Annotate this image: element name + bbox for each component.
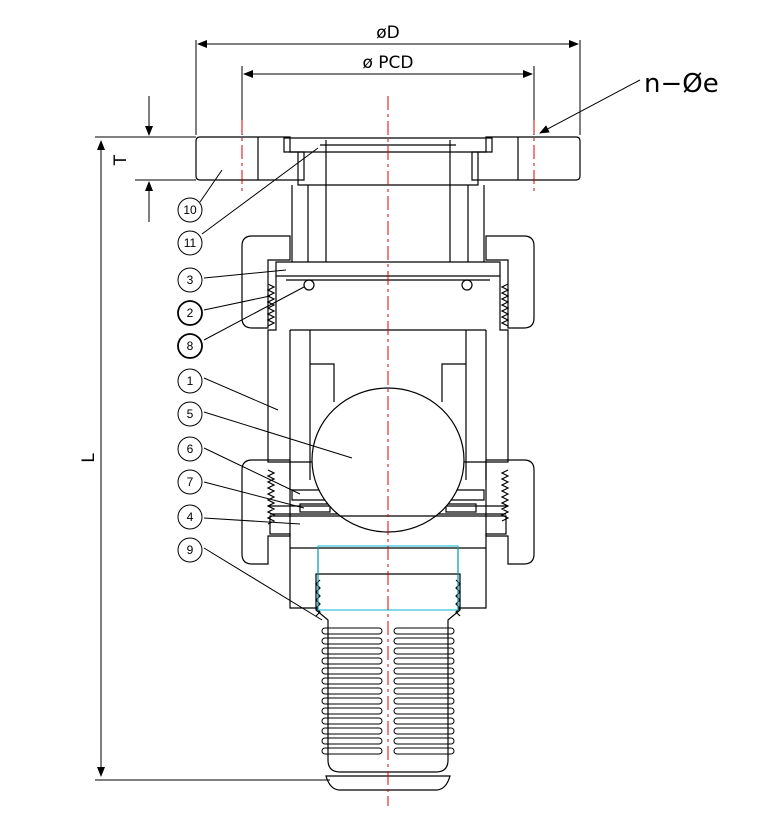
callout-3: 3 xyxy=(177,267,203,293)
strainer-slots xyxy=(321,627,455,755)
svg-text:2: 2 xyxy=(187,306,194,320)
callout-5: 5 xyxy=(177,401,203,427)
od-label: øD xyxy=(376,23,400,43)
dimension-bolt-holes xyxy=(539,79,641,134)
svg-text:5: 5 xyxy=(187,407,194,421)
svg-text:7: 7 xyxy=(187,475,194,489)
svg-text:10: 10 xyxy=(183,203,197,217)
callout-4: 4 xyxy=(177,504,203,530)
callout-10: 10 xyxy=(177,197,203,223)
leader-lines xyxy=(199,147,353,621)
dimension-length xyxy=(95,136,330,781)
callout-6: 6 xyxy=(177,436,203,462)
dimension-od xyxy=(195,40,581,135)
svg-text:8: 8 xyxy=(187,339,194,353)
pcd-label: ø PCD xyxy=(362,53,413,73)
svg-text:1: 1 xyxy=(187,374,194,388)
callout-1: 1 xyxy=(177,368,203,394)
svg-text:3: 3 xyxy=(187,273,194,287)
callout-8: 8 xyxy=(177,333,203,359)
bolt-holes-label: n−Øe xyxy=(644,69,719,99)
callout-11: 11 xyxy=(177,230,203,256)
svg-text:11: 11 xyxy=(184,236,197,250)
callout-9: 9 xyxy=(177,537,203,563)
centerlines xyxy=(241,96,535,806)
valve-outline xyxy=(195,136,581,791)
svg-text:4: 4 xyxy=(187,510,194,524)
thickness-label: T xyxy=(111,154,131,166)
callout-7: 7 xyxy=(177,469,203,495)
svg-text:9: 9 xyxy=(187,543,194,557)
svg-text:6: 6 xyxy=(187,442,194,456)
callout-2: 2 xyxy=(177,300,203,326)
length-label: L xyxy=(79,453,99,463)
